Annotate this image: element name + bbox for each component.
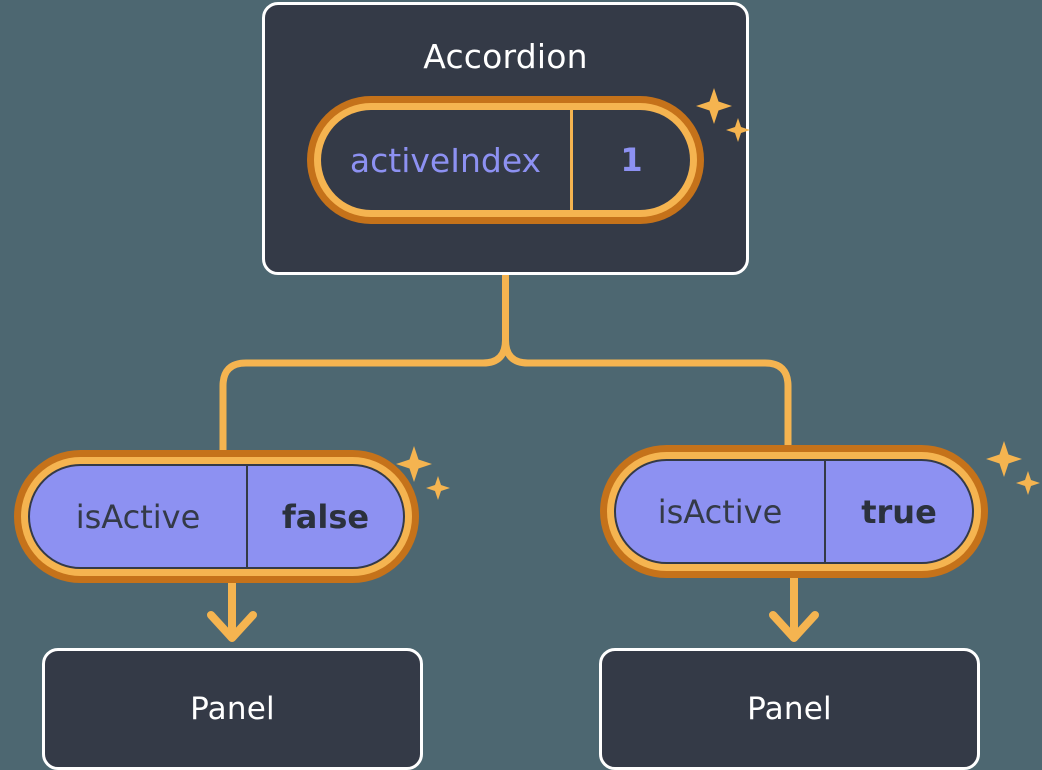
arrow-down-icon-left: [207, 583, 257, 642]
prop-pill-body-left: isActive false: [28, 464, 405, 569]
panel-card-left[interactable]: Panel: [42, 648, 423, 770]
prop-pill-value-right: true: [861, 492, 937, 531]
state-pill-value: 1: [620, 141, 643, 179]
panel-card-right[interactable]: Panel: [599, 648, 980, 770]
prop-pill-is-active-false[interactable]: isActive false: [14, 450, 419, 583]
state-pill-ring: activeIndex 1: [314, 103, 697, 217]
prop-pill-ring-right: isActive true: [607, 452, 981, 571]
state-pill-body: activeIndex 1: [321, 110, 690, 210]
prop-pill-key-right: isActive: [616, 461, 826, 562]
prop-pill-body-right: isActive true: [614, 459, 974, 564]
panel-card-left-title: Panel: [190, 691, 275, 727]
arrow-down-icon-right: [769, 578, 819, 642]
state-pill-active-index[interactable]: activeIndex 1: [307, 96, 704, 224]
sparkle-icon-right: [986, 441, 1040, 495]
prop-pill-key-left: isActive: [30, 466, 248, 567]
prop-pill-is-active-true[interactable]: isActive true: [600, 445, 988, 578]
accordion-card-title: Accordion: [423, 37, 588, 76]
prop-pill-ring-left: isActive false: [21, 457, 412, 576]
state-pill-key: activeIndex: [321, 110, 573, 210]
prop-pill-value-left: false: [281, 497, 370, 536]
panel-card-right-title: Panel: [747, 691, 832, 727]
